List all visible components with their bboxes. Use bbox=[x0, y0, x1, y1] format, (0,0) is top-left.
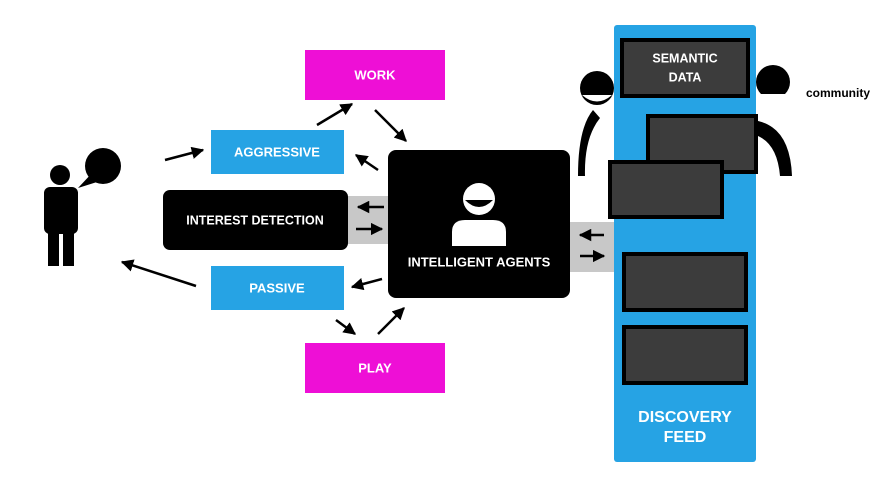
play-box bbox=[305, 343, 445, 393]
arrow-agents-to-passive bbox=[350, 277, 383, 291]
discovery-feed-label-line2: FEED bbox=[664, 429, 707, 446]
arrow-agents-to-aggressive bbox=[354, 153, 379, 172]
semantic-data-label-line2: DATA bbox=[669, 70, 702, 84]
user-person-icon bbox=[44, 165, 78, 266]
arrow-play-to-agents bbox=[377, 307, 405, 335]
interest-detection-label: INTEREST DETECTION bbox=[186, 213, 324, 227]
community-person-right-icon bbox=[752, 65, 792, 176]
connector-band-right bbox=[568, 222, 618, 272]
agent-avatar-icon bbox=[452, 183, 506, 246]
arrow-aggressive-to-work bbox=[316, 102, 354, 127]
semantic-data-panel bbox=[620, 38, 750, 98]
arrow-person-to-aggressive bbox=[164, 146, 205, 162]
connector-band-left bbox=[344, 196, 394, 244]
semantic-data-label-line1: SEMANTIC bbox=[652, 51, 717, 65]
intelligent-agents-label: INTELLIGENT AGENTS bbox=[408, 254, 551, 269]
arrow-passive-to-person bbox=[120, 259, 197, 288]
arrow-work-to-agents bbox=[374, 109, 407, 142]
passive-box bbox=[211, 266, 344, 310]
interest-detection-box bbox=[163, 190, 348, 250]
work-box bbox=[305, 50, 445, 100]
play-label: PLAY bbox=[358, 360, 392, 375]
community-label: community bbox=[806, 86, 870, 100]
speech-bubble-icon bbox=[78, 148, 121, 188]
work-label: WORK bbox=[354, 67, 396, 82]
feed-card-2 bbox=[608, 160, 724, 219]
discovery-feed-label-line1: DISCOVERY bbox=[638, 409, 732, 426]
passive-label: PASSIVE bbox=[249, 280, 305, 295]
arrow-passive-to-play bbox=[335, 318, 357, 336]
aggressive-box bbox=[211, 130, 344, 174]
feed-card-3 bbox=[622, 252, 748, 312]
flow-arrows bbox=[120, 102, 606, 336]
aggressive-label: AGGRESSIVE bbox=[234, 144, 320, 159]
community-person-left-icon bbox=[578, 71, 614, 176]
feed-card-4 bbox=[622, 325, 748, 385]
